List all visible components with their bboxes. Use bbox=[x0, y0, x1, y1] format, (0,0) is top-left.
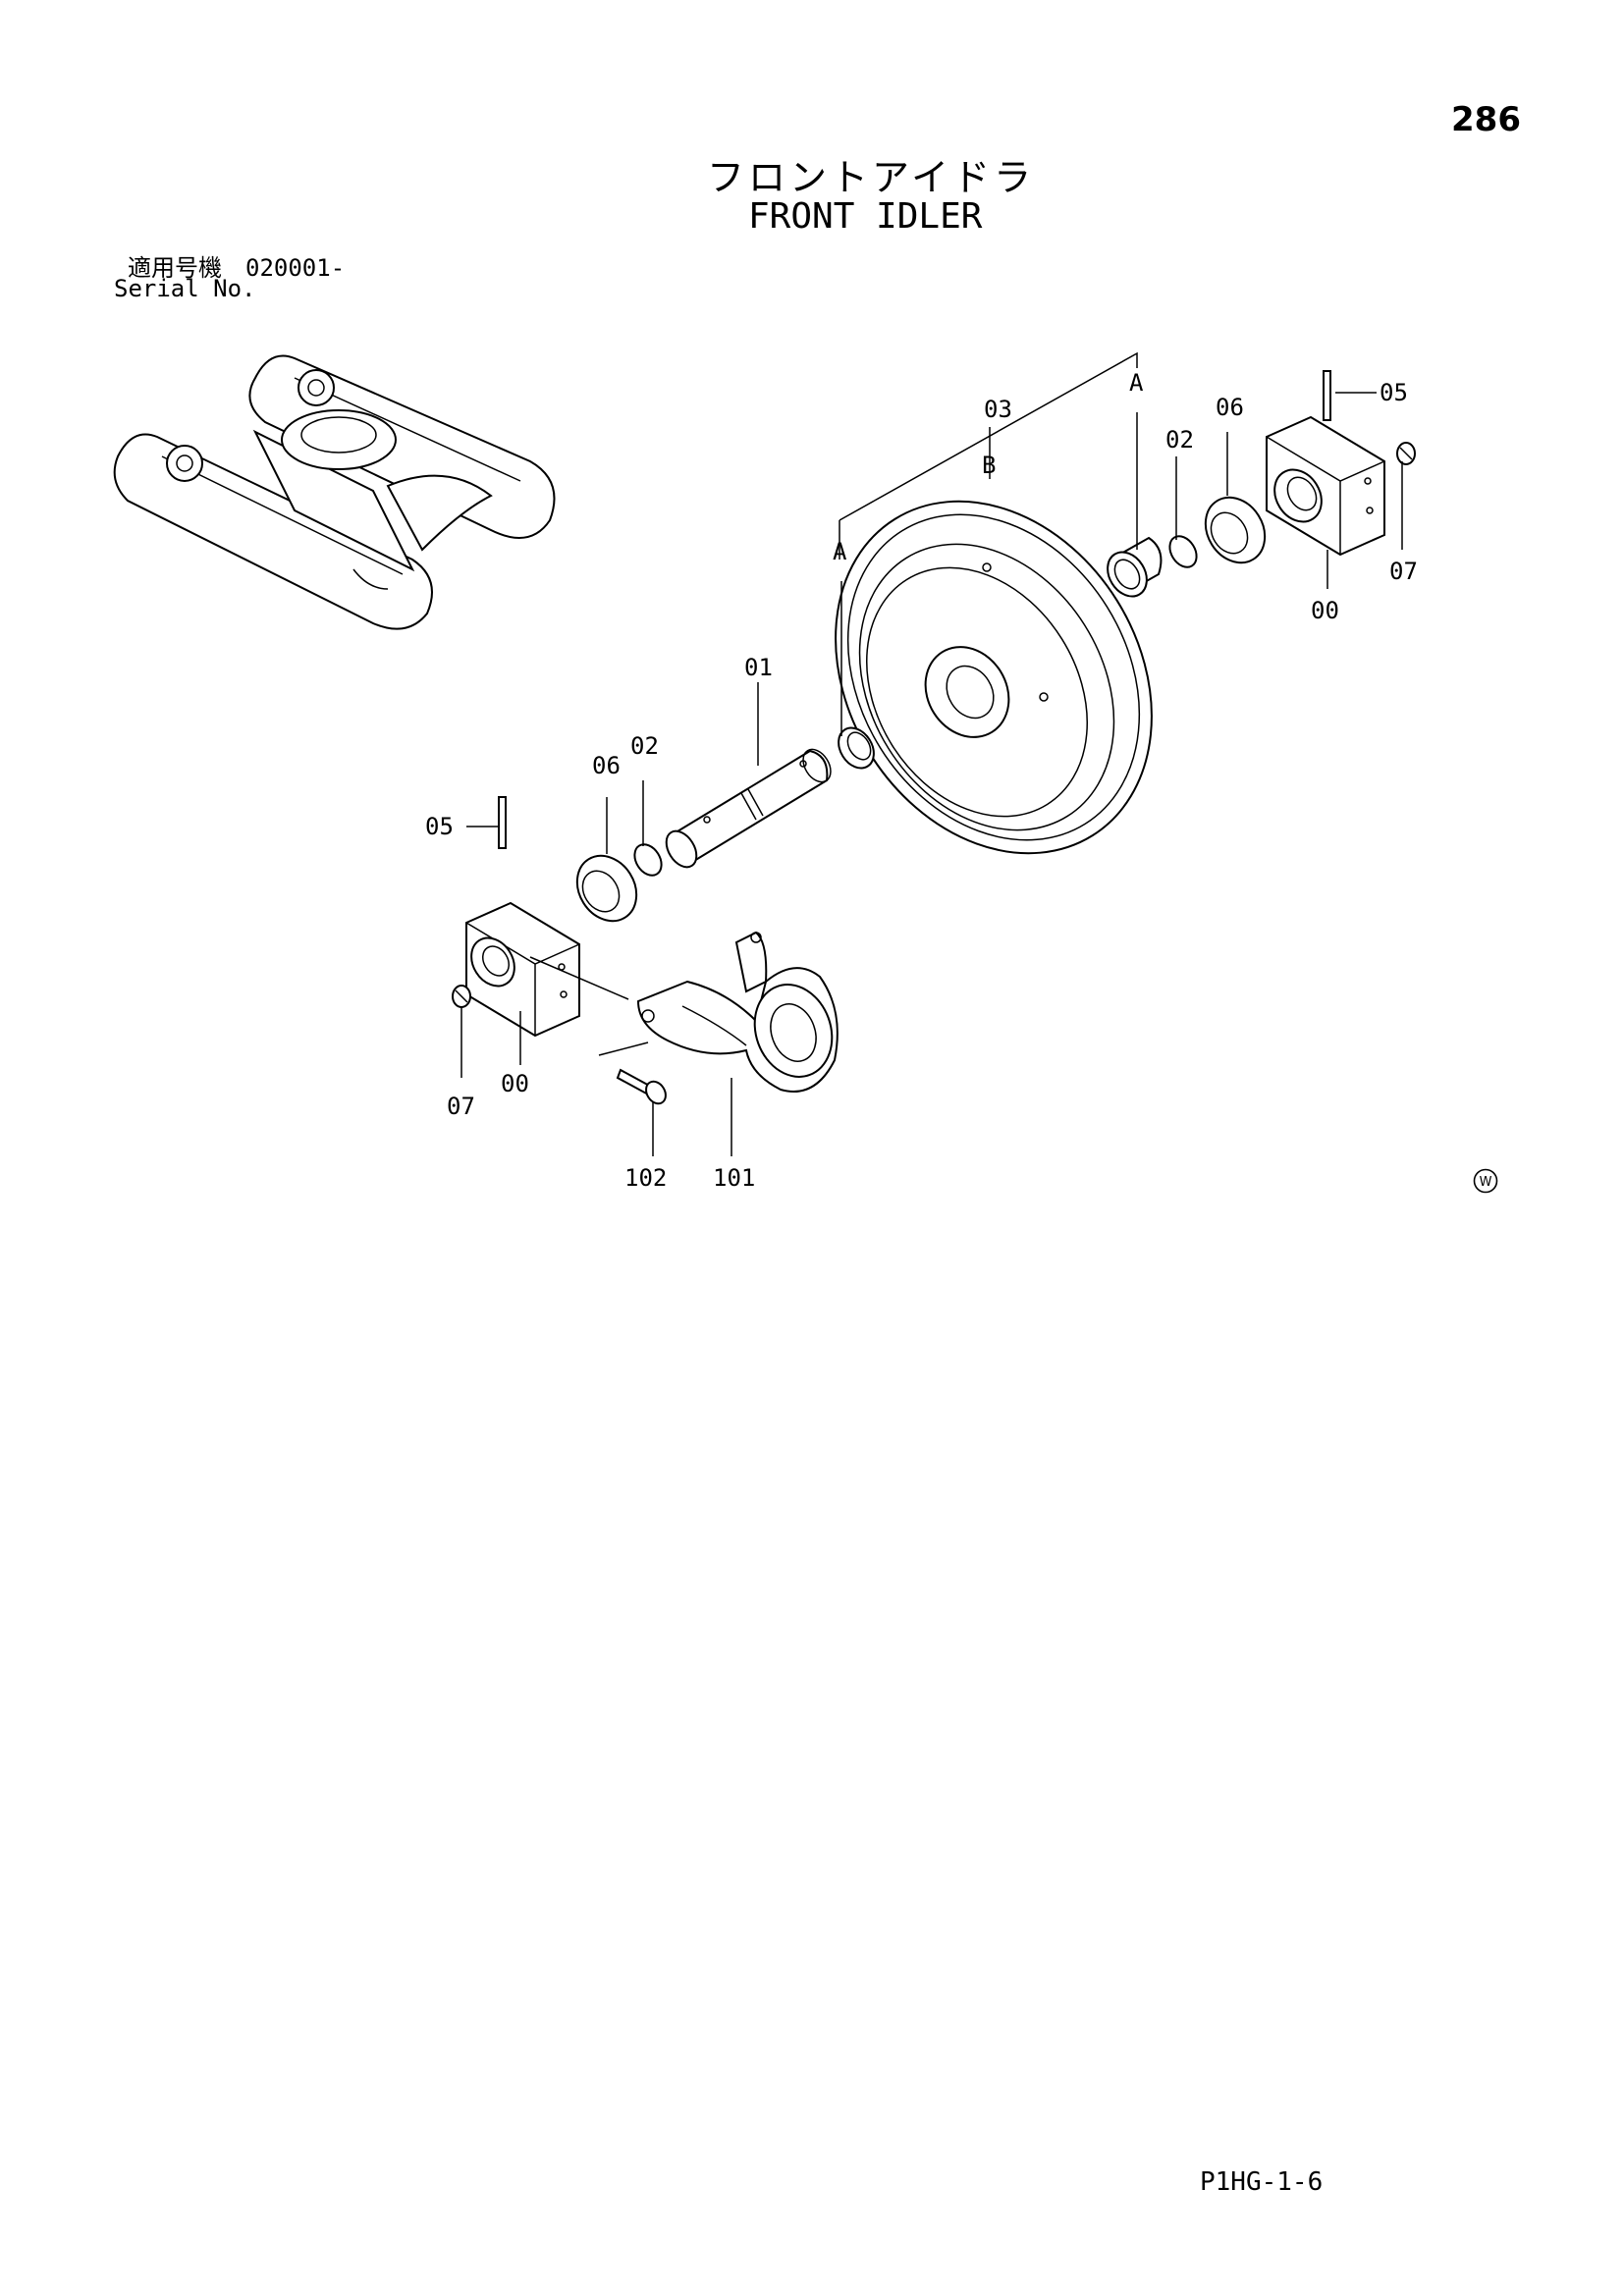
callout-06-left: 06 bbox=[592, 752, 621, 779]
support-block-right bbox=[1266, 415, 1385, 557]
callout-07-right: 07 bbox=[1389, 558, 1418, 585]
callout-00-right: 00 bbox=[1311, 597, 1339, 624]
idler-shaft bbox=[665, 748, 832, 869]
callout-02-left: 02 bbox=[630, 732, 659, 760]
idler-yoke bbox=[636, 931, 839, 1093]
callout-07-left: 07 bbox=[447, 1093, 475, 1120]
callout-101: 101 bbox=[713, 1164, 755, 1192]
idler-wheel bbox=[835, 500, 1153, 855]
reference-a-top: A bbox=[1129, 369, 1144, 397]
reference-b: B bbox=[982, 452, 996, 479]
floating-seal-right bbox=[1204, 496, 1267, 564]
plug-right bbox=[1396, 442, 1416, 465]
o-ring-right bbox=[1168, 535, 1198, 568]
bushing-left bbox=[838, 726, 875, 770]
assembly-lines bbox=[460, 351, 1403, 1156]
page-title-japanese: フロントアイドラ bbox=[707, 156, 1036, 199]
callout-01: 01 bbox=[744, 654, 773, 681]
callout-02-right: 02 bbox=[1165, 426, 1194, 454]
pin-right bbox=[1323, 370, 1331, 421]
page-title: FRONT IDLER bbox=[748, 196, 983, 237]
callout-06-right: 06 bbox=[1216, 394, 1244, 421]
floating-seal-left bbox=[575, 854, 638, 923]
callout-03: 03 bbox=[984, 396, 1012, 423]
callout-102: 102 bbox=[624, 1164, 667, 1192]
reference-a-left: A bbox=[833, 538, 847, 565]
page-number: 286 bbox=[1451, 100, 1521, 139]
callout-00-left: 00 bbox=[501, 1070, 529, 1097]
bushing-right bbox=[1107, 536, 1163, 598]
callout-05-right: 05 bbox=[1380, 379, 1408, 406]
plug-left bbox=[452, 985, 471, 1008]
serial-label-japanese: 適用号機 020001- bbox=[128, 254, 346, 282]
w-mark-letter: W bbox=[1480, 1175, 1492, 1190]
callout-05-left: 05 bbox=[425, 813, 454, 840]
pin-left bbox=[498, 796, 507, 849]
footer-code: P1HG-1-6 bbox=[1200, 2167, 1324, 2197]
bolt bbox=[616, 1068, 667, 1105]
undercarriage-overview bbox=[113, 354, 556, 630]
w-mark-icon: W bbox=[1473, 1168, 1498, 1194]
o-ring-left bbox=[633, 843, 663, 877]
serial-label: Serial No. bbox=[114, 275, 256, 302]
